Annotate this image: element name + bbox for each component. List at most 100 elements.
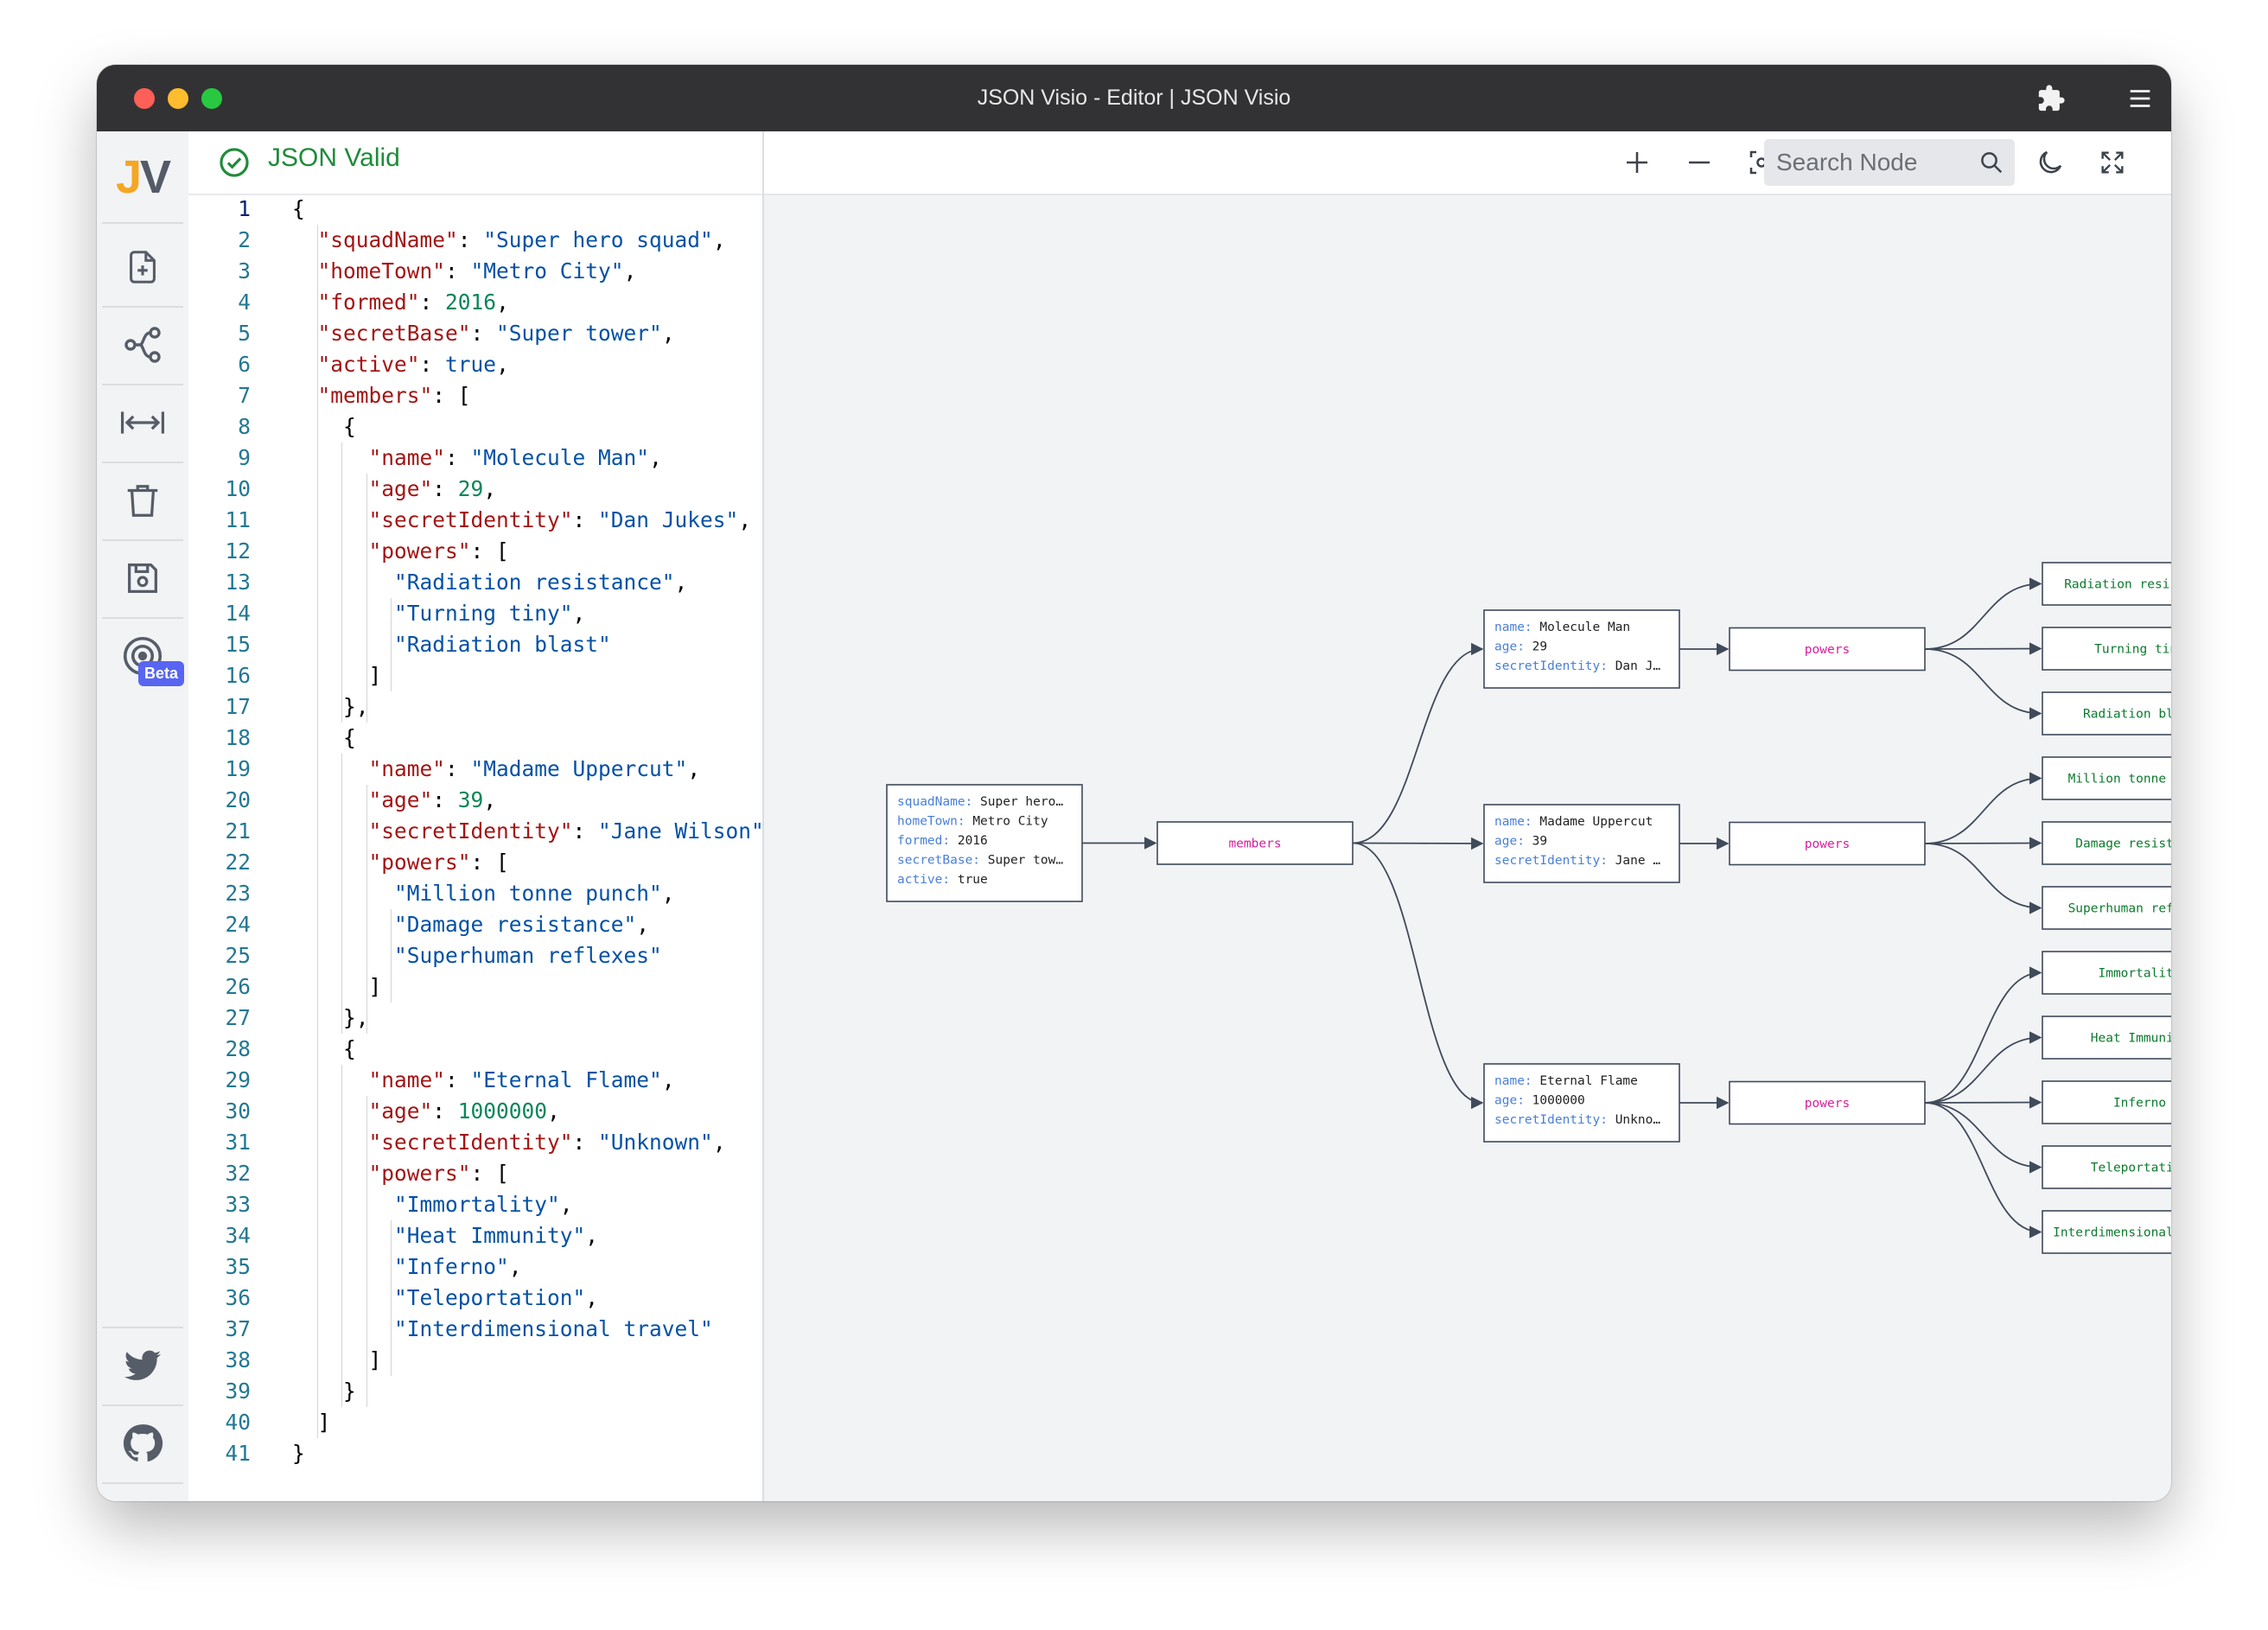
member-node-row: name: Madame Uppercut (1494, 815, 1653, 829)
twitter-link[interactable] (97, 1328, 188, 1404)
line-number: 21 (225, 818, 251, 844)
power-leaf-node[interactable] (2042, 1080, 2171, 1124)
line-number: 20 (225, 787, 251, 812)
graph-edge (1924, 772, 2042, 844)
code-text: }, (292, 1005, 369, 1030)
power-leaf-node-label: Interdimensional travel (2053, 1226, 2171, 1240)
check-circle-icon (220, 148, 249, 177)
root-node-row: active: true (897, 873, 988, 887)
power-leaf-node[interactable] (2042, 1145, 2171, 1189)
code-editor-panel: JSON Valid 1{2 "squadName": "Super hero … (188, 131, 764, 1501)
line-number: 28 (225, 1036, 251, 1061)
graph-edge (1924, 648, 2042, 720)
zoom-in-button[interactable] (1620, 145, 1654, 180)
line-number: 14 (225, 601, 251, 626)
graph-edge (1924, 642, 2042, 655)
indent-guide (366, 785, 367, 1034)
close-window-button[interactable] (134, 88, 155, 109)
line-number: 40 (225, 1410, 251, 1435)
power-leaf-node[interactable] (2042, 691, 2171, 735)
zoom-out-button[interactable] (1682, 145, 1717, 180)
power-leaf-node[interactable] (2042, 1016, 2171, 1060)
code-text: "Radiation blast" (394, 632, 611, 657)
line-number: 23 (225, 881, 251, 906)
code-text: } (292, 1378, 356, 1404)
powers-node[interactable] (1729, 821, 1926, 866)
code-text: "secretIdentity": "Dan Jukes", (368, 507, 752, 532)
power-leaf-node[interactable] (2042, 1210, 2171, 1254)
sidebar-divider (102, 306, 183, 308)
sidebar-divider (102, 1482, 183, 1484)
powers-node-label: powers (1805, 1097, 1850, 1111)
line-number: 26 (225, 974, 251, 999)
code-text: ] (292, 663, 382, 688)
save-button[interactable] (97, 540, 188, 616)
powers-node-label: powers (1805, 837, 1850, 851)
line-number: 24 (225, 912, 251, 937)
code-text: ] (292, 1347, 382, 1372)
import-file-button[interactable] (97, 229, 188, 305)
power-leaf-node[interactable] (2042, 821, 2171, 865)
code-text: "Damage resistance", (394, 912, 650, 937)
graph-edge (1924, 1102, 2042, 1174)
dark-mode-toggle[interactable] (2033, 145, 2067, 180)
menu-icon[interactable] (2125, 84, 2155, 113)
line-number: 37 (225, 1316, 251, 1341)
save-icon (128, 563, 157, 593)
github-icon (123, 1424, 163, 1462)
powers-node[interactable] (1729, 627, 1926, 672)
power-leaf-node[interactable] (2042, 756, 2171, 800)
code-text: "Turning tiny", (394, 601, 586, 626)
fullscreen-button[interactable] (2095, 145, 2130, 180)
logo-j: J (115, 151, 142, 203)
power-leaf-node[interactable] (2042, 886, 2171, 930)
window-title: JSON Visio - Editor | JSON Visio (977, 86, 1291, 110)
code-text: { (292, 725, 356, 750)
code-text: ] (292, 974, 382, 999)
code-text: "Million tonne punch", (394, 881, 675, 906)
line-number: 39 (225, 1378, 251, 1404)
line-number: 18 (225, 725, 251, 750)
graph-direction-button[interactable] (97, 307, 188, 383)
line-number: 3 (238, 258, 251, 283)
expand-collapse-button[interactable] (97, 385, 188, 461)
zoom-in-icon (1627, 152, 1647, 173)
graph-edge (1924, 1096, 2042, 1109)
members-node[interactable] (1156, 821, 1354, 865)
power-leaf-node[interactable] (2042, 562, 2171, 606)
maximize-window-button[interactable] (201, 88, 222, 109)
power-leaf-node[interactable] (2042, 627, 2171, 671)
member-node[interactable] (1483, 1063, 1680, 1143)
powers-node[interactable] (1729, 1080, 1926, 1125)
graph-edge (1924, 1102, 2042, 1238)
line-number: 13 (225, 570, 251, 595)
graph-canvas[interactable]: squadName: Super hero…homeTown: Metro Ci… (764, 131, 2171, 1501)
search-node-input[interactable] (1776, 139, 1966, 186)
file-plus-icon (130, 251, 156, 283)
github-link[interactable] (97, 1405, 188, 1481)
extensions-puzzle-icon[interactable] (2036, 84, 2066, 113)
root-node[interactable] (886, 784, 1083, 902)
code-text: "powers": [ (368, 538, 509, 563)
line-number: 31 (225, 1130, 251, 1155)
minimize-window-button[interactable] (168, 88, 188, 109)
power-leaf-node[interactable] (2042, 951, 2171, 995)
indent-guide (341, 443, 342, 723)
code-text: }, (292, 694, 369, 719)
graph-svg[interactable]: squadName: Super hero…homeTown: Metro Ci… (764, 131, 2171, 1501)
zoom-out-icon (1689, 161, 1710, 164)
graph-share-icon (124, 327, 161, 363)
code-text: "powers": [ (368, 1161, 509, 1186)
line-number: 25 (225, 943, 251, 968)
fullscreen-icon (2101, 151, 2124, 174)
clear-button[interactable] (97, 462, 188, 538)
live-editor-button[interactable]: Beta (97, 618, 188, 694)
search-icon[interactable] (1978, 150, 2004, 175)
powers-node-label: powers (1805, 643, 1850, 657)
sidebar-divider (102, 222, 183, 224)
app-logo[interactable]: JV (97, 150, 188, 204)
line-number: 17 (225, 694, 251, 719)
power-leaf-node-label: Radiation resistance (2064, 578, 2171, 592)
power-leaf-node-label: Damage resistance (2075, 837, 2171, 851)
power-leaf-node-label: Radiation blast (2083, 708, 2171, 722)
